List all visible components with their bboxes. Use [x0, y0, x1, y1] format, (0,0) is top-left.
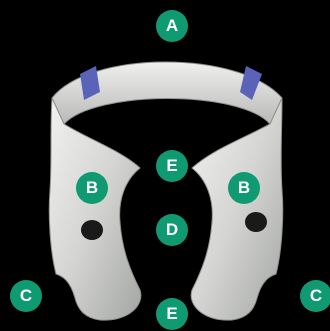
clamp-jaw-left — [49, 98, 141, 320]
clamp-hole-left — [81, 220, 103, 240]
label-b-marker-right: B — [228, 172, 260, 204]
label-e-marker-top: E — [156, 150, 188, 182]
label-c-marker-left: C — [10, 280, 42, 312]
label-e-marker-bottom: E — [156, 298, 188, 330]
clamp-hole-right — [245, 212, 267, 232]
clamp-jaw-right — [191, 98, 283, 320]
label-d-marker: D — [156, 214, 188, 246]
label-c-marker-right: C — [300, 280, 330, 312]
label-b-marker-left: B — [76, 172, 108, 204]
label-a-marker: A — [156, 10, 188, 42]
